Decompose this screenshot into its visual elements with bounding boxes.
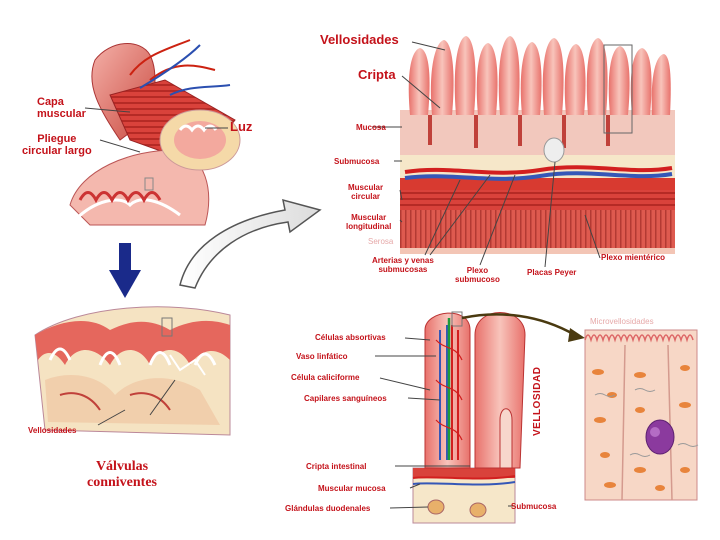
label-submucosa-bottom: Submucosa (511, 502, 556, 511)
label-plexo-mienterico: Plexo mientérico (601, 253, 665, 262)
label-capilares: Capilares sanguíneos (304, 394, 387, 403)
label-plexo-submucoso: Plexo submucoso (455, 266, 500, 284)
label-glandulas-duodenales: Glándulas duodenales (285, 504, 370, 513)
microvilli-cell-panel (585, 330, 698, 500)
label-pliegue-circular: Pliegue circular largo (22, 133, 92, 157)
thick-down-arrow-icon (109, 243, 141, 298)
label-muscular-mucosa: Muscular mucosa (318, 484, 386, 493)
label-celulas-absortivas: Células absortivas (315, 333, 386, 342)
label-submucosa: Submucosa (334, 157, 379, 166)
label-cripta-intestinal: Cripta intestinal (306, 462, 366, 471)
label-vellosidades-left: Vellosidades (28, 426, 76, 435)
label-luz: Luz (230, 120, 252, 134)
label-microvellosidades: Microvellosidades (590, 316, 654, 327)
label-cripta: Cripta (358, 68, 396, 82)
label-mucosa: Mucosa (356, 123, 386, 132)
label-muscular-circular: Muscular circular (348, 183, 383, 201)
label-vellosidades-top: Vellosidades (320, 33, 399, 47)
label-capa-muscular: Capa muscular (37, 96, 86, 120)
intestine-tube-illustration (70, 40, 240, 225)
label-placas-peyer: Placas Peyer (527, 268, 576, 277)
label-vellosidad-vertical: VELLOSIDAD (532, 367, 543, 436)
label-vaso-linfatico: Vaso linfático (296, 352, 348, 361)
label-muscular-longitudinal: Muscular longitudinal (346, 213, 391, 231)
villus-detail-illustration (413, 312, 525, 523)
label-arterias-venas: Arterias y venas submucosas (372, 256, 434, 274)
label-celula-caliciforme: Célula caliciforme (291, 373, 359, 382)
valvulas-conniventes-illustration (35, 307, 230, 435)
label-valvulas-conniventes: Válvulas conniventes (87, 459, 157, 491)
label-serosa: Serosa (368, 236, 393, 247)
